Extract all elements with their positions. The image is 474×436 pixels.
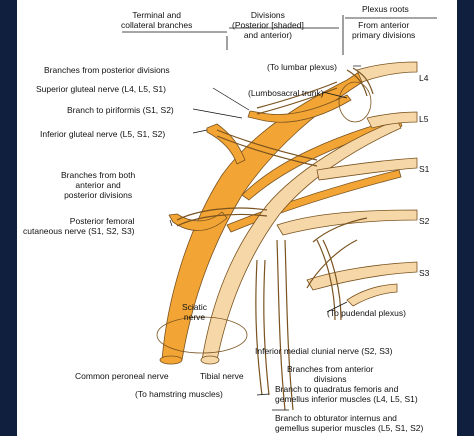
diagram-panel: Terminal and collateral branches Divisio… <box>17 0 457 436</box>
header-plexus-roots: Plexus roots <box>362 4 409 14</box>
pointer-line <box>213 88 249 110</box>
root-s1-label: S1 <box>419 164 429 174</box>
common-peroneal-end <box>160 356 182 364</box>
quadratus-branch-line <box>256 260 262 395</box>
anterior-divisions-label: Branches from anterior divisions <box>287 364 373 384</box>
superior-gluteal-label: Superior gluteal nerve (L4, L5, S1) <box>36 84 166 94</box>
to-lumbar-label: (To lumbar plexus) <box>267 62 337 72</box>
inferior-medial-clunial-label: Inferior medial clunial nerve (S2, S3) <box>255 346 392 356</box>
header-terminal: Terminal and collateral branches <box>121 10 192 30</box>
quadratus-label: Branch to quadratus femoris and gemellus… <box>275 384 418 404</box>
root-s3-label: S3 <box>419 268 429 278</box>
root-s2-label: S2 <box>419 216 429 226</box>
common-peroneal-label: Common peroneal nerve <box>75 371 169 381</box>
obturator-label: Branch to obturator internus and gemellu… <box>275 413 423 433</box>
header-divisions: Divisions (Posterior [shaded] and anteri… <box>232 10 304 40</box>
quadratus-branch-line <box>264 260 269 395</box>
root-l5-label: L5 <box>419 114 428 124</box>
hamstring-label: (To hamstring muscles) <box>135 389 223 399</box>
tibial-label: Tibial nerve <box>200 371 244 381</box>
posterior-divisions-label: Branches from posterior divisions <box>44 65 170 75</box>
pointer-line <box>193 130 207 133</box>
pointer-line <box>170 220 172 226</box>
tibial-end <box>201 356 219 364</box>
pointer-line <box>257 394 269 395</box>
piriformis-label: Branch to piriformis (S1, S2) <box>67 105 174 115</box>
pudendal-branch <box>347 284 397 306</box>
posterior-femoral-label: Posterior femoral cutaneous nerve (S1, S… <box>23 216 135 236</box>
sciatic-label: Sciatic nerve <box>182 302 207 322</box>
inferior-gluteal-label: Inferior gluteal nerve (L5, S1, S2) <box>40 129 165 139</box>
to-pudendal-label: (To pudendal plexus) <box>327 308 406 318</box>
pointer-line <box>193 109 242 118</box>
lumbosacral-label: (Lumbosacral trunk) <box>248 88 324 98</box>
s2-root <box>277 210 417 235</box>
root-l4-label: L4 <box>419 73 428 83</box>
both-divisions-label: Branches from both anterior and posterio… <box>61 170 135 200</box>
header-from-anterior: From anterior primary divisions <box>352 20 415 40</box>
